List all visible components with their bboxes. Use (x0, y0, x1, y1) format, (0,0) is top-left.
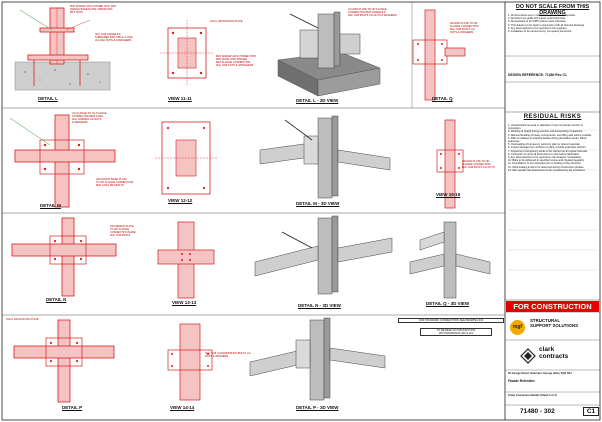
view-11-11-drawing (160, 20, 214, 86)
note-levelling-spacer: M20 SCREW JACK PINNED INTO M20 LEVELLING… (216, 55, 257, 67)
view-14-14-drawing (167, 323, 213, 401)
detail-m-label: DETAIL M (40, 203, 61, 208)
note-packing-plate: 16mm HD PACKING PLATE (210, 20, 243, 23)
detail-q-drawing (412, 9, 466, 101)
detail-m-3d-label: DETAIL M - 3D VIEW (296, 201, 340, 206)
detail-n-label: DETAIL N (46, 297, 67, 302)
view-15-15-label: VIEW 15-15 (436, 192, 461, 197)
view-12-12-drawing (155, 121, 218, 195)
view-14-14-label: VIEW 14-14 (170, 405, 195, 410)
note-screw-jack: M20 SCREW JACK PINNED INTO M20 RAKING BA… (70, 5, 116, 14)
note-threaded-bar: 4No. M16 GRADE 8.8 THREADED BAR 185mm LO… (95, 33, 133, 42)
detail-m-drawing (9, 114, 116, 208)
note-uc-flange: UC FLANGE TO UC FLANGE CONNECTION M20 LO… (72, 112, 107, 124)
detail-q-label: DETAIL Q (432, 96, 453, 101)
note-hd-end-plate: HD END PLATE TO HD FLANGE CONNECTION 8No… (450, 22, 479, 34)
for-construction-banner: FOR CONSTRUCTION (506, 301, 599, 312)
note-countersunk: 4No. M16 COUNTERSUNK BOLTS c/w NUTS & WA… (205, 352, 251, 358)
detail-n-3d-label: DETAIL N - 3D VIEW (298, 303, 341, 308)
detail-l-3d-label: DETAIL L - 3D VIEW (296, 98, 339, 103)
detail-p-label: DETAIL P (62, 405, 83, 410)
no-scale-title: DO NOT SCALE FROM THIS DRAWING (515, 4, 590, 16)
revision-badge: C1 (583, 407, 599, 416)
detail-l-drawing (14, 7, 111, 91)
client-name: clark contracts (539, 346, 569, 360)
general-notes: 1. All dimensions are in millimetres unl… (508, 14, 585, 34)
design-reference: DESIGN REFERENCE: 71480 Rev C1 (508, 73, 598, 77)
read-in-conjunction-note: TO BE READ IN CONJUNCTION WITH DRAWINGS … (420, 328, 492, 337)
note-raking-base: HD RAKING BASE PLATE TO HD FLANGE CONNEC… (96, 178, 134, 187)
note-needle-plate: HD NEEDLE PLATE TO HD FLANGE CONNECTION … (110, 225, 136, 237)
view-12-12-label: VIEW 12-12 (168, 198, 193, 203)
detail-q-3d-label: DETAIL Q - 3D VIEW (426, 301, 470, 306)
project-title: Facade Retention (508, 379, 535, 383)
project-address: 35 George Street, Stranraer, George Hote… (508, 372, 572, 375)
mgf-logo: mgf (510, 320, 525, 335)
drawing-title: Tower Connection Details (Sheet 3 of 4) (508, 394, 557, 397)
drawing-number: 71480 - 302 (520, 408, 555, 415)
company-name: STRUCTURAL SUPPORT SOLUTIONS (530, 318, 579, 328)
detail-p-drawing (13, 319, 115, 403)
design-reference-value: 71480 Rev C1 (544, 73, 567, 77)
detail-m-3d-drawing (259, 115, 391, 199)
detail-l-label: DETAIL L (38, 96, 58, 101)
standard-connections-note: FOR STANDARD CONNECTIONS SEE DRAWING 303 (398, 318, 504, 324)
base-plate-l (27, 54, 89, 61)
residual-risks-title: RESIDUAL RISKS (523, 114, 582, 120)
note-hd-end-plate-15: HD END PLATE TO HD FLANGE CONNECTION 8No… (462, 160, 495, 169)
note-packing-plate-p: 16mm HD PACKING PLATE (6, 318, 39, 321)
client-logo-icon (520, 348, 536, 364)
detail-q-3d-drawing (409, 221, 491, 299)
note-uc-end-plate: UC END PLATE TO HD FLANGE CONNECTION M20… (348, 8, 397, 17)
detail-l-3d-drawing (277, 11, 381, 97)
concrete-base-l (14, 61, 111, 91)
detail-p-3d-drawing (249, 317, 386, 401)
detail-n-drawing (11, 217, 117, 297)
view-13-13-drawing (157, 221, 215, 299)
residual-risks-text: 1. Unauthorised removal or alteration of… (508, 124, 592, 172)
detail-n-3d-drawing (254, 215, 393, 295)
detail-p-3d-label: DETAIL P - 3D VIEW (296, 405, 339, 410)
view-13-13-label: VIEW 13-13 (172, 300, 197, 305)
view-15-15-drawing (436, 119, 464, 209)
view-11-11-label: VIEW 11-11 (168, 96, 192, 101)
design-reference-label: DESIGN REFERENCE: (508, 73, 544, 77)
